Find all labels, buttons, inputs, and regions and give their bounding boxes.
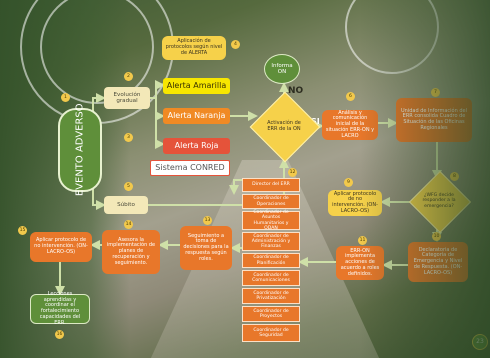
step-number-16: 16 [55,330,64,339]
role-privatization: Coordinador de Privatización [242,288,300,304]
step-number-13: 13 [203,216,212,225]
protocol-note: Aplicación de protocolos según nivel de … [162,36,226,60]
role-projects: Coordinador de Proyectos [242,306,300,322]
step-number-10: 10 [432,232,441,241]
role-planning: Coordinador de Planificación [242,253,300,268]
step-number-3: 3 [124,133,133,142]
start-label: EVENTO ADVERSO [74,103,86,197]
protocol-intervention-box: Aplicar protocolo de no intervención. (O… [328,190,382,216]
conred-system: Sistema CONRED [150,160,230,176]
followup-box: Seguimiento a toma de decisiones para la… [180,226,232,270]
role-director: Director del ERR [242,178,300,192]
apply-protocol-box: Aplicar protocolo de no intervención. (O… [30,232,92,262]
roles-column: Director del ERR Coordinador de Operacio… [242,178,300,346]
step-number-6: 6 [346,92,355,101]
step-number-7: 7 [431,88,440,97]
alert-red: Alerta Roja [163,138,230,154]
decision-wfp-label: ¿WFG decide responder a la emergencia? [422,193,456,209]
decision-wfp-diamond [408,170,472,234]
err-implements-box: ERR-ON implementa acciones de acuerdo a … [336,246,384,280]
branch-sudden: Súbito [104,196,148,214]
branch-gradual: Evolución gradual [104,87,150,109]
unit-info-box: Unidad de Información del ERR consolida … [396,98,472,142]
start-node: EVENTO ADVERSO [58,104,102,196]
step-number-8: 8 [450,172,459,181]
step-number-4: 4 [231,40,240,49]
step-number-14: 14 [124,220,133,229]
lessons-box: Lecciones aprendidas y coordinar el fort… [30,291,90,325]
role-humanitarian: Coordinador de Asuntos Humanitarios y OD… [242,210,300,231]
step-number-9: 9 [344,178,353,187]
step-number-12: 12 [288,168,297,177]
logo-ring-right [345,0,439,74]
role-admin-finance: Coordinador de Administración y Finanzas [242,232,300,251]
step-number-11: 11 [358,236,367,245]
analysis-box: Análisis y comunicación inicial de la si… [322,110,378,140]
step-number-1: 1 [61,93,70,102]
inform-node: Informa ON [264,54,300,84]
no-label: NO [288,86,304,96]
decision-err-label: Activación de ERR de la ON [267,120,301,132]
step-number-5: 5 [124,182,133,191]
advise-box: Asesora la implementación de planes de r… [102,230,160,274]
declaration-box: Declaratoria de Categoría de Emergencia … [408,242,468,282]
alert-orange: Alerta Naranja [163,108,230,124]
role-communications: Coordinador de Comunicaciones [242,270,300,286]
arrow-gradual-to-alerts [150,80,165,99]
page-number: 23 [472,334,488,350]
step-number-15: 15 [18,226,27,235]
role-operations: Coordinador de Operaciones [242,194,300,209]
logo-ring-medium [40,0,154,104]
role-security: Coordinador de Seguridad [242,324,300,342]
step-number-2: 2 [124,72,133,81]
alert-yellow: Alerta Amarilla [163,78,230,94]
